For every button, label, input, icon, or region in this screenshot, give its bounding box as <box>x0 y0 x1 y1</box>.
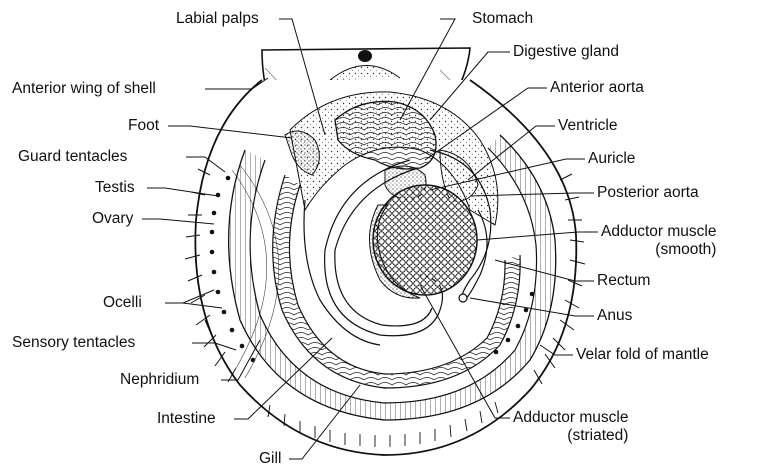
label-anterior-wing-of-shell: Anterior wing of shell <box>12 80 156 98</box>
label-sensory-tentacles: Sensory tentacles <box>12 334 135 352</box>
label-adductor-muscle-smooth: Adductor muscle (smooth) <box>601 223 716 259</box>
label-stomach: Stomach <box>472 10 533 28</box>
label-guard-tentacles: Guard tentacles <box>18 148 127 166</box>
label-foot: Foot <box>128 117 159 135</box>
label-anus: Anus <box>597 307 632 325</box>
label-velar-fold-of-mantle: Velar fold of mantle <box>576 346 709 364</box>
label-adductor-striated-line2: (striated) <box>513 427 628 445</box>
label-auricle: Auricle <box>588 150 635 168</box>
label-nephridium: Nephridium <box>120 371 199 389</box>
label-adductor-muscle-striated: Adductor muscle (striated) <box>513 409 628 445</box>
label-anterior-aorta: Anterior aorta <box>550 79 644 97</box>
label-testis: Testis <box>95 179 135 197</box>
label-adductor-smooth-line1: Adductor muscle <box>601 223 716 241</box>
label-rectum: Rectum <box>597 272 650 290</box>
label-ocelli: Ocelli <box>103 294 142 312</box>
label-intestine: Intestine <box>157 410 216 428</box>
label-labial-palps: Labial palps <box>176 10 259 28</box>
label-ovary: Ovary <box>92 210 133 228</box>
label-posterior-aorta: Posterior aorta <box>597 184 699 202</box>
label-digestive-gland: Digestive gland <box>513 43 619 61</box>
label-ventricle: Ventricle <box>558 117 617 135</box>
label-adductor-striated-line1: Adductor muscle <box>513 409 628 427</box>
label-gill: Gill <box>259 450 281 468</box>
label-adductor-smooth-line2: (smooth) <box>601 241 716 259</box>
